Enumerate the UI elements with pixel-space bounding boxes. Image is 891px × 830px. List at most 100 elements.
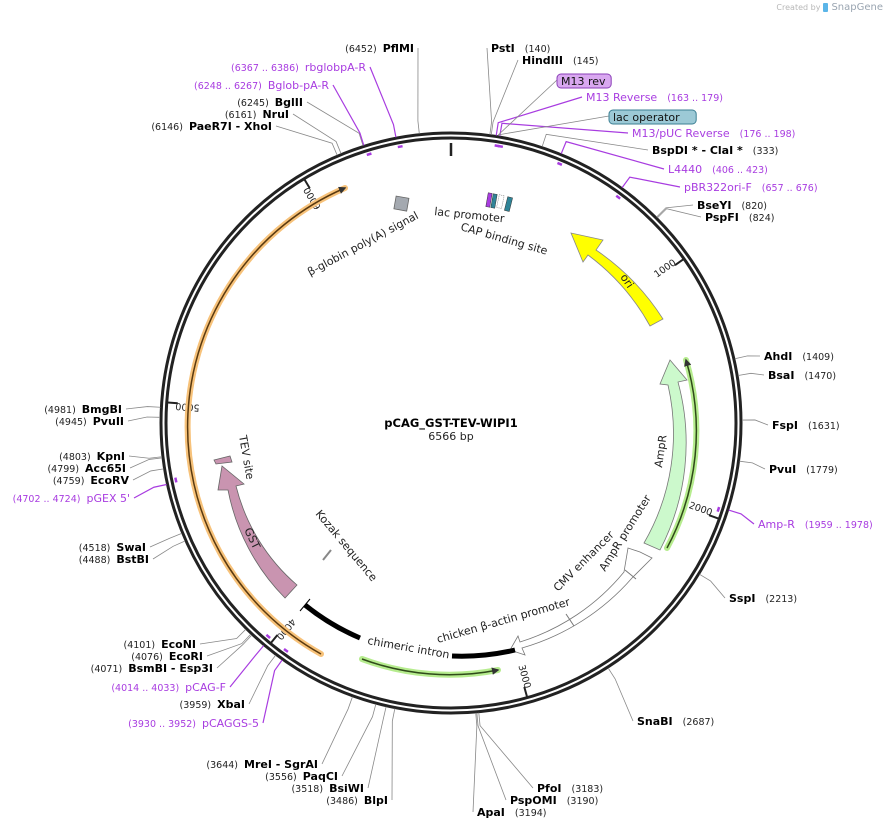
label-position: (820) [741, 201, 767, 212]
primer-label[interactable]: M13 Reverse(163 .. 179) [586, 91, 723, 104]
label-position: (6146) [151, 122, 183, 133]
label-position: (1470) [804, 371, 836, 382]
enzyme-leader-line [607, 667, 634, 722]
label-name: SspI [729, 592, 755, 605]
enzyme-label[interactable]: (6146)PaeR7I - XhoI [151, 120, 272, 133]
primer-label[interactable]: L4440(406 .. 423) [668, 163, 768, 176]
label-name: PvuI [769, 463, 796, 476]
enzyme-label[interactable]: PspFI(824) [705, 211, 774, 224]
feature-kozak[interactable] [322, 549, 332, 561]
feature-tev-site[interactable] [213, 455, 233, 465]
label-name: PvuII [93, 415, 124, 428]
feature-lac-cluster[interactable] [485, 192, 513, 212]
label-position: (4799) [47, 464, 79, 475]
enzyme-label[interactable]: PstI(140) [491, 42, 550, 55]
enzyme-label[interactable]: PspOMI(3190) [510, 794, 598, 807]
enzyme-label[interactable]: SnaBI(2687) [637, 715, 714, 728]
label-position: (3959) [180, 700, 212, 711]
boxed-feature-text: M13 rev [561, 75, 606, 88]
orf-green-line-bottom [361, 658, 500, 676]
label-position: (3486) [326, 796, 358, 807]
label-name: BlpI [364, 794, 388, 807]
enzyme-label[interactable]: (4945)PvuII [55, 415, 124, 428]
feature-beta-globin-polya[interactable] [393, 195, 410, 212]
backbone [159, 131, 743, 715]
label-position: (6248 .. 6267) [194, 81, 262, 92]
enzyme-leader-line [129, 457, 163, 469]
primer-label[interactable]: (3930 .. 3952)pCAGGS-5 [128, 717, 259, 730]
enzyme-label[interactable]: BspDI * - ClaI *(333) [652, 144, 778, 157]
enzyme-label[interactable]: (3518)BsiWI [291, 782, 364, 795]
primer-label[interactable]: pBR322ori-F(657 .. 676) [684, 181, 818, 194]
enzyme-label[interactable]: (4799)Acc65I [47, 462, 126, 475]
enzyme-label[interactable]: (4981)BmgBI [44, 403, 122, 416]
enzyme-label[interactable]: (4803)KpnI [59, 450, 125, 463]
enzyme-label[interactable]: FspI(1631) [772, 419, 840, 432]
enzyme-leader-line [739, 460, 766, 470]
enzyme-label[interactable]: HindIII(145) [522, 54, 599, 67]
enzyme-label[interactable]: SspI(2213) [729, 592, 797, 605]
enzyme-label[interactable]: (3959)XbaI [180, 698, 245, 711]
primer-label[interactable]: (6248 .. 6267) Bglob-pA-R [194, 79, 329, 92]
enzyme-leader-line [476, 712, 507, 801]
feature-chimeric-intron-right[interactable] [451, 647, 516, 659]
enzyme-leader-line [248, 654, 276, 705]
primer-site-mark [615, 194, 621, 200]
label-position: (6367 .. 6386) [231, 63, 299, 74]
enzyme-label[interactable]: ApaI(3194) [477, 806, 547, 819]
label-name: Amp-R [758, 518, 795, 531]
primer-label[interactable]: (6367 .. 6386)rbglobpA-R [231, 61, 366, 74]
orf-green-arc-bottom [359, 656, 501, 678]
label-name: Bglob-pA-R [268, 79, 330, 92]
leader-lines [125, 47, 769, 813]
label-name: SwaI [116, 541, 146, 554]
feature-ampr[interactable] [643, 359, 688, 551]
primer-leader-line [495, 96, 583, 136]
enzyme-label[interactable]: (6245)BglII [237, 96, 303, 109]
boxed-feature-label[interactable] [608, 109, 697, 125]
primer-label[interactable]: M13/pUC Reverse(176 .. 198) [632, 127, 795, 140]
label-position: (140) [525, 44, 551, 55]
enzyme-label[interactable]: PfoI(3183) [537, 782, 603, 795]
label-name: BsiWI [329, 782, 364, 795]
primer-leader-line [621, 176, 681, 188]
enzyme-leader-line [656, 204, 694, 218]
feature-gst[interactable] [217, 465, 298, 599]
boxed-feature-label[interactable] [556, 73, 612, 89]
enzyme-label[interactable]: (4076)EcoRI [131, 650, 203, 663]
feature-label-beta-globin-polya: β-globin poly(A) signal [305, 209, 420, 279]
enzyme-label[interactable]: (4071)BsmBI - Esp3I [91, 662, 213, 675]
enzyme-leader-line [149, 532, 182, 548]
enzyme-label[interactable]: (4101)EcoNI [124, 638, 196, 651]
label-position: (1779) [806, 465, 838, 476]
feature-chimeric-intron-left[interactable] [303, 603, 361, 641]
label-name: pGEX 5' [86, 492, 130, 505]
enzyme-label[interactable]: (6161)NruI [225, 108, 289, 121]
enzyme-label[interactable]: BseYI(820) [697, 199, 767, 212]
label-name: M13/pUC Reverse [632, 127, 730, 140]
enzyme-leader-line [490, 59, 519, 135]
enzyme-label[interactable]: BsaI(1470) [768, 369, 836, 382]
boxed-feature-text: lac operator [613, 111, 680, 124]
label-position: (4702 .. 4724) [13, 494, 81, 505]
primer-leader-line [229, 645, 265, 688]
enzyme-label[interactable]: AhdI(1409) [764, 350, 834, 363]
enzyme-label[interactable]: PvuI (1779) [769, 463, 838, 476]
label-position: (1409) [802, 352, 834, 363]
enzyme-label[interactable]: (3556)PaqCI [265, 770, 338, 783]
enzyme-label[interactable]: (4518)SwaI [79, 541, 146, 554]
enzyme-leader-line [391, 708, 396, 801]
label-name: EcoNI [161, 638, 196, 651]
primer-label[interactable]: (4702 .. 4724) pGEX 5' [13, 492, 130, 505]
enzyme-label[interactable]: (4759)EcoRV [53, 474, 130, 487]
enzyme-label[interactable]: (3644)MreI - SgrAI [206, 758, 318, 771]
primer-label[interactable]: Amp-R(1959 .. 1978) [758, 518, 873, 531]
intron-start-tick [299, 598, 311, 612]
enzyme-label[interactable]: (6452)PflMI [345, 42, 414, 55]
enzyme-label[interactable]: (4488)BstBI [79, 553, 149, 566]
feature-ori[interactable] [570, 232, 664, 327]
primer-label[interactable]: (4014 .. 4033)pCAG-F [111, 681, 226, 694]
enzyme-leader-line [341, 704, 377, 777]
enzyme-label[interactable]: (3486) BlpI [326, 794, 388, 807]
